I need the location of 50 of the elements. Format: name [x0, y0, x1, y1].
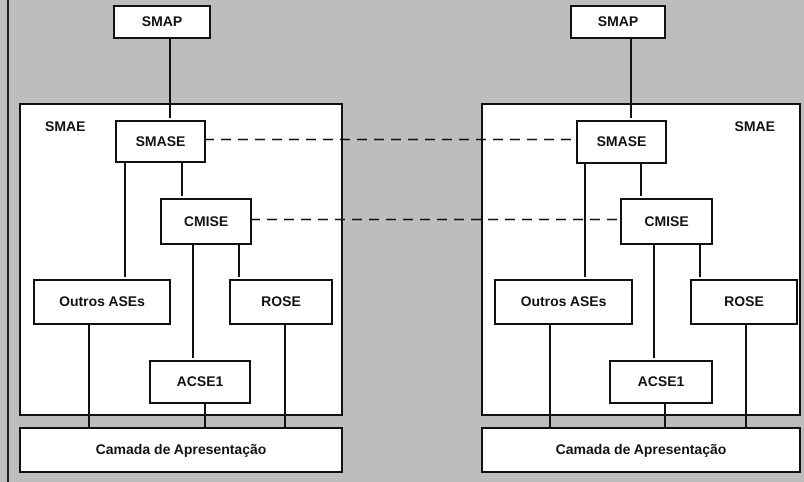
connector-line	[699, 243, 701, 277]
box-label: CMISE	[184, 214, 228, 230]
module-box	[481, 427, 801, 473]
connector-line	[124, 161, 126, 277]
connector-line	[169, 39, 171, 118]
connector-line	[192, 243, 194, 358]
module-box	[570, 5, 666, 39]
module-box	[576, 120, 667, 164]
box-label: SMAE	[734, 119, 775, 134]
module-box	[113, 5, 211, 39]
connector-line	[238, 243, 240, 277]
box-label: ROSE	[261, 294, 301, 310]
box-label: SMASE	[596, 134, 646, 150]
module-box	[229, 279, 333, 325]
box-label: ACSE1	[176, 374, 224, 390]
module-box	[160, 198, 252, 245]
dashed-connector	[250, 218, 618, 220]
box-label: CMISE	[644, 214, 689, 230]
box-label: Camada de Apresentação	[556, 442, 726, 458]
module-box	[609, 360, 713, 404]
connector-line	[630, 39, 632, 118]
box-label: ACSE1	[638, 374, 684, 390]
module-box	[690, 279, 798, 325]
connector-line	[204, 402, 206, 427]
box-label: Outros ASEs	[59, 294, 145, 310]
entity-container	[19, 103, 343, 416]
box-label: SMAP	[598, 14, 638, 30]
connector-line	[284, 323, 286, 427]
box-label: Outros ASEs	[520, 294, 606, 310]
module-box	[494, 279, 633, 325]
box-label: SMAP	[142, 14, 182, 30]
box-label: Camada de Apresentação	[96, 442, 266, 458]
box-label: SMASE	[136, 134, 186, 150]
connector-line	[181, 161, 183, 196]
module-box	[115, 120, 206, 163]
connector-line	[745, 323, 747, 427]
connector-line	[88, 323, 90, 427]
box-label: SMAE	[45, 119, 86, 134]
box-label: ROSE	[724, 294, 764, 310]
dashed-connector	[204, 138, 574, 140]
connector-line	[640, 162, 642, 196]
module-box	[19, 427, 343, 473]
connector-line	[549, 323, 551, 427]
connector-line	[664, 402, 666, 427]
entity-container	[481, 103, 801, 416]
module-box	[620, 198, 713, 245]
connector-line	[653, 243, 655, 358]
connector-line	[584, 162, 586, 277]
module-box	[149, 360, 251, 404]
module-box	[33, 279, 171, 325]
